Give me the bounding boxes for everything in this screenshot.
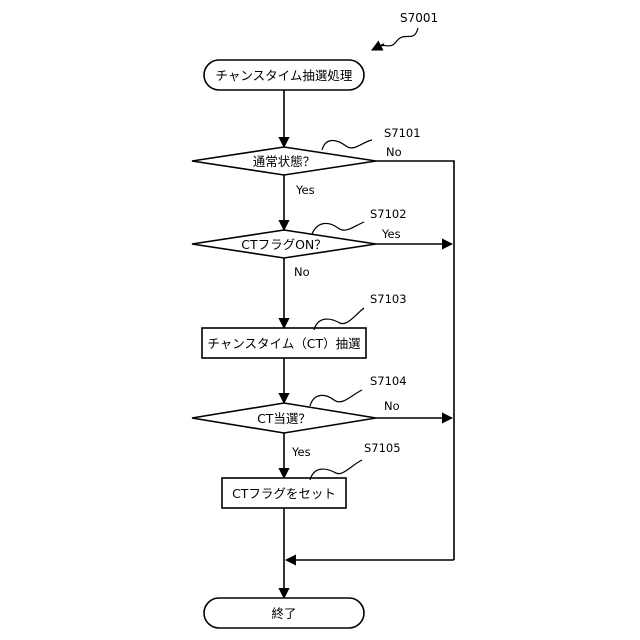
- ref-s7001: S7001: [400, 11, 438, 25]
- ref-s7104: S7104: [370, 374, 407, 388]
- ref-s7105: S7105: [364, 441, 401, 455]
- ref-s7102-leader: [312, 222, 364, 234]
- ref-s7001-arrow: [372, 44, 384, 50]
- end-label: 終了: [271, 606, 296, 621]
- d2-no-label: No: [294, 265, 310, 279]
- d3-no-label: No: [384, 399, 400, 413]
- d1-no-label: No: [386, 145, 402, 159]
- ref-s7103: S7103: [370, 292, 407, 306]
- d1-yes-label: Yes: [295, 183, 315, 197]
- ref-s7104-leader: [310, 390, 362, 406]
- decision-ct-flag-on-label: CTフラグON？: [241, 237, 327, 252]
- process-set-ct-flag-label: CTフラグをセット: [232, 486, 336, 501]
- decision-ct-won-label: CT当選？: [257, 411, 311, 426]
- decision-normal-state-label: 通常状態？: [253, 154, 316, 169]
- ref-s7105-leader: [310, 460, 362, 480]
- ref-s7101: S7101: [384, 126, 421, 140]
- d2-yes-label: Yes: [381, 227, 401, 241]
- process-ct-lottery-label: チャンスタイム（CT）抽選: [207, 336, 361, 351]
- ref-s7102: S7102: [370, 207, 407, 221]
- start-label: チャンスタイム抽選処理: [216, 68, 353, 83]
- d3-yes-label: Yes: [291, 445, 311, 459]
- ref-s7101-leader: [322, 140, 372, 150]
- ref-s7103-leader: [314, 308, 364, 330]
